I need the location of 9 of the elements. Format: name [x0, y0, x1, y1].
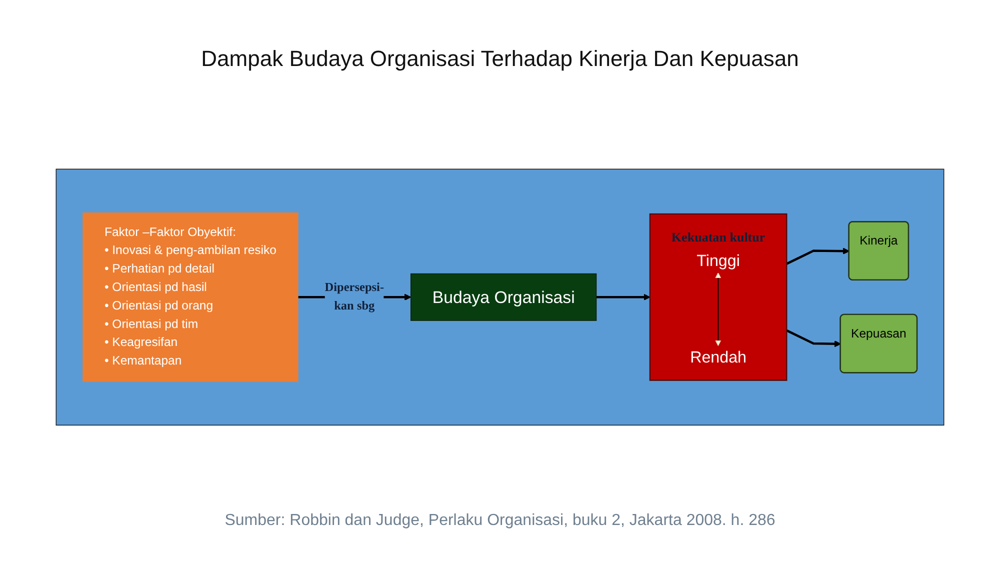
node-box: Kekuatan kultur Tinggi Rendah — [649, 214, 788, 382]
arrow — [786, 330, 841, 348]
node-box: Budaya Organisasi — [410, 274, 597, 322]
cluster — [56, 169, 944, 426]
arrow — [786, 248, 850, 266]
node-box: Faktor –Faktor Obyektif: • Inovasi & peng-ambilan resiko • Perhatian pd detail • Orientasi pd hasil • Orientasi pd orang • Orientasi pd tim • Keagresifan • Kemantapan — [82, 212, 298, 382]
diagram-title: Dampak Budaya Organisasi Terhadap Kinerja Dan Kepuasan — [201, 46, 799, 72]
source-caption: Sumber: Robbin dan Judge, Perlaku Organisasi, buku 2, Jakarta 2008. h. 286 — [224, 512, 776, 530]
arrow — [596, 294, 650, 301]
